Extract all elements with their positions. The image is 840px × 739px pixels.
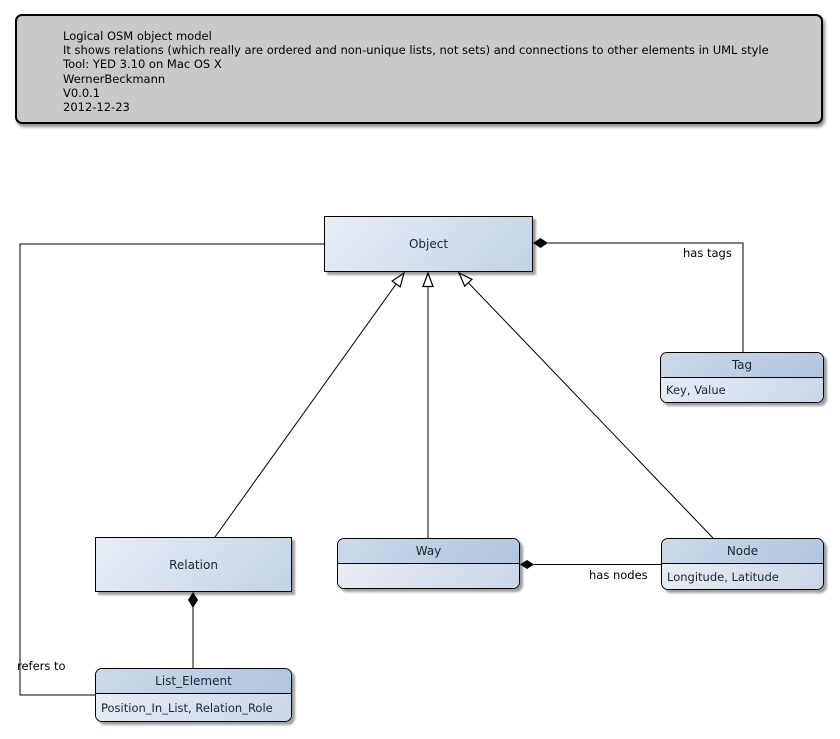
class-tag: Tag Key, Value	[660, 352, 824, 403]
class-object: Object	[324, 216, 533, 272]
class-way: Way	[337, 538, 520, 589]
class-way-header: Way	[338, 539, 519, 564]
class-way-name: Way	[415, 544, 442, 558]
class-node-header: Node	[662, 539, 823, 564]
class-node-name: Node	[726, 544, 759, 558]
edge-label-refers-to: refers to	[17, 659, 66, 673]
class-list-element-name: List_Element	[155, 674, 232, 688]
edge-list-element-refers-to-object	[19, 243, 324, 696]
diamond-relation-list-element	[188, 592, 198, 608]
diamond-object-has-tags	[533, 238, 548, 248]
note-box: Logical OSM object model It shows relati…	[15, 14, 823, 124]
diamond-way-has-nodes	[520, 560, 534, 569]
note-line-author: WernerBeckmann	[63, 71, 166, 86]
class-tag-name: Tag	[731, 358, 753, 372]
note-line-version: V0.0.1	[63, 85, 101, 100]
class-way-attributes	[338, 564, 519, 588]
class-object-name: Object	[408, 237, 449, 251]
class-tag-header: Tag	[661, 353, 823, 378]
class-node: Node Longitude, Latitude	[661, 538, 824, 590]
edge-label-has-tags: has tags	[683, 246, 732, 260]
edge-relation-inherits-object	[214, 271, 406, 538]
class-relation-name: Relation	[169, 557, 218, 572]
note-line-description: It shows relations (which really are ord…	[63, 43, 769, 58]
class-tag-attributes: Key, Value	[661, 378, 823, 402]
note-line-tool: Tool: YED 3.10 on Mac OS X	[63, 57, 222, 72]
class-relation: Relation	[95, 537, 292, 592]
edge-object-has-tags	[548, 242, 744, 352]
class-list-element-header: List_Element	[96, 669, 291, 694]
edge-node-inherits-object	[457, 271, 714, 539]
class-list-element: List_Element Position_In_List, Relation_…	[95, 668, 292, 722]
edge-label-has-nodes: has nodes	[589, 568, 648, 582]
class-list-element-attributes: Position_In_List, Relation_Role	[96, 694, 291, 721]
note-line-date: 2012-12-23	[63, 100, 130, 115]
class-node-attributes: Longitude, Latitude	[662, 564, 823, 589]
note-line-title: Logical OSM object model	[63, 29, 212, 43]
